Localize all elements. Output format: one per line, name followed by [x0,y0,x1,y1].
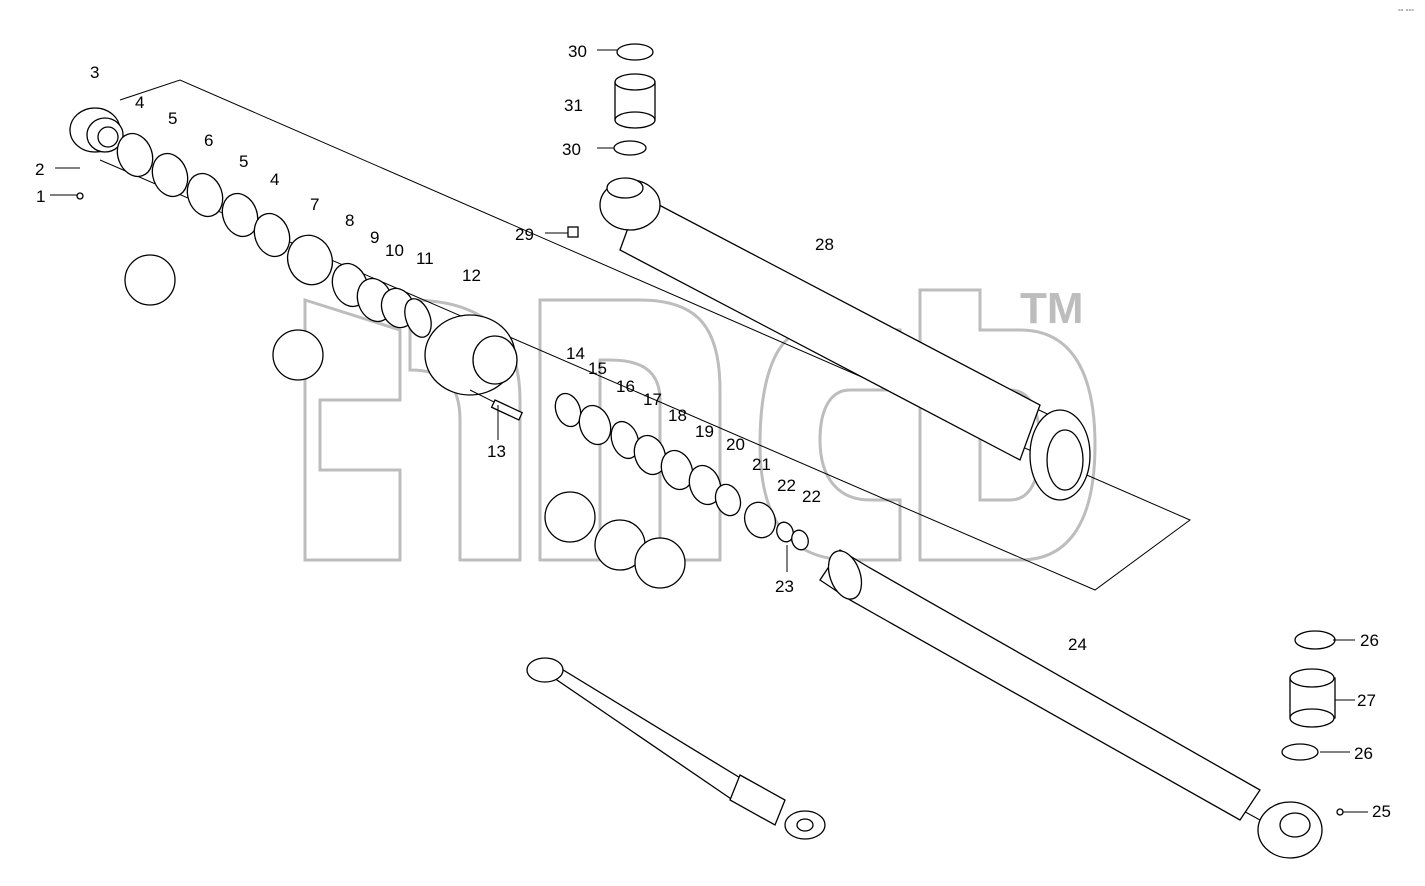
cylinder-tube-part [567,177,1091,501]
callout-27: 27 [1357,691,1376,710]
piston-rod-part [819,549,1344,859]
callout-20: 20 [726,435,745,454]
callout-8: 8 [345,211,354,230]
callout-leader-lines [50,49,1368,813]
callout-29: 29 [515,225,534,244]
callout-30a: 30 [568,42,587,61]
callout-15: 15 [588,359,607,378]
callout-22b: 22 [802,487,821,506]
tube-bushing-parts [613,43,656,156]
callout-5a: 5 [168,109,177,128]
callout-25: 25 [1372,802,1391,821]
callout-17: 17 [643,390,662,409]
callout-labels: 1 2 3 4 5 6 5 4 7 8 9 10 11 12 13 14 15 … [35,42,1391,821]
corner-mark: °° °°° [1398,8,1414,16]
callout-10: 10 [385,241,404,260]
callout-1: 1 [36,187,45,206]
watermark-tm: TM [1020,284,1084,333]
callout-2: 2 [35,160,44,179]
piston-seal-rings [116,132,432,338]
callout-9: 9 [370,228,379,247]
callout-31: 31 [564,96,583,115]
callout-26a: 26 [1360,631,1379,650]
rod-bushing-parts [1281,630,1336,761]
rod-seal-rings [554,392,809,551]
callout-5b: 5 [239,152,248,171]
piston-nut-part [69,107,124,200]
callout-28: 28 [815,235,834,254]
callout-26b: 26 [1354,744,1373,763]
callout-7: 7 [310,195,319,214]
callout-12: 12 [462,266,481,285]
callout-19: 19 [695,422,714,441]
callout-11: 11 [416,249,434,268]
seal-detail-magnifiers [124,254,686,589]
assembled-cylinder-view [526,657,826,840]
callout-6: 6 [204,131,213,150]
callout-22a: 22 [777,476,796,495]
callout-18: 18 [668,406,687,425]
callout-23: 23 [775,577,794,596]
cylinder-head-part [424,314,524,421]
callout-4a: 4 [135,93,144,112]
callout-13: 13 [487,442,506,461]
callout-21: 21 [752,455,771,474]
callout-14: 14 [566,344,585,363]
callout-30b: 30 [562,140,581,159]
callout-24: 24 [1068,635,1087,654]
callout-4b: 4 [270,170,279,189]
callout-16: 16 [616,377,635,396]
callout-3: 3 [90,63,99,82]
